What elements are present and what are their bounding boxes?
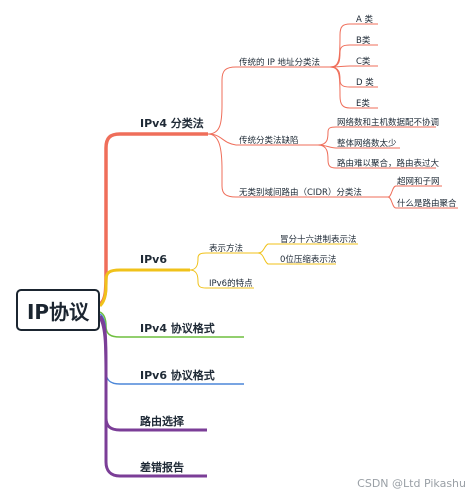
node-defect-ratio[interactable]: 网络数和主机数据配不协调 <box>337 118 440 128</box>
node-colon-hex-notation[interactable]: 冒分十六进制表示法 <box>280 235 357 245</box>
node-cidr[interactable]: 无类别域间路由（CIDR）分类法 <box>239 188 362 198</box>
connector-class-c <box>329 65 378 68</box>
node-defect-aggregation[interactable]: 路由难以聚合，路由表过大 <box>337 159 440 169</box>
node-traditional-classification[interactable]: 传统的 IP 地址分类法 <box>239 58 321 68</box>
connector-cidr-2 <box>387 196 458 209</box>
connector-ipv6-notation <box>189 252 258 271</box>
branch-ipv4-format[interactable]: IPv4 协议格式 <box>140 322 215 335</box>
branch-ipv6-format[interactable]: IPv6 协议格式 <box>140 369 215 382</box>
node-zero-compression[interactable]: 0位压缩表示法 <box>280 255 337 265</box>
connector-defect-3 <box>317 144 436 169</box>
node-class-c[interactable]: C类 <box>356 57 371 67</box>
node-class-b[interactable]: B类 <box>356 36 371 46</box>
branch-ipv4-classification[interactable]: IPv4 分类法 <box>140 117 204 130</box>
node-class-a[interactable]: A 类 <box>356 15 374 25</box>
node-route-aggregation[interactable]: 什么是路由聚合 <box>397 199 457 209</box>
branch-ipv6[interactable]: IPv6 <box>140 253 167 266</box>
connector-root-ipv6 <box>98 268 190 308</box>
node-supernet-subnet[interactable]: 超网和子网 <box>397 177 440 187</box>
node-ipv6-features[interactable]: IPv6的特点 <box>209 279 253 289</box>
connector-notation-1 <box>257 243 358 254</box>
connector-root-error <box>98 317 207 478</box>
branch-error-report[interactable]: 差错报告 <box>140 461 184 474</box>
connector-class-a <box>329 23 378 68</box>
watermark: CSDN @Ltd Pikashu <box>357 477 466 490</box>
connector-root-ipv4 <box>98 132 208 306</box>
connector-class-e <box>329 66 378 109</box>
connector-cidr-1 <box>387 185 442 198</box>
node-ipv6-notation[interactable]: 表示方法 <box>209 244 244 254</box>
root-node[interactable]: IP协议 <box>16 289 100 331</box>
connector-ipv6-features <box>189 269 254 289</box>
node-traditional-defects[interactable]: 传统分类法缺陷 <box>239 136 299 146</box>
node-defect-few-networks[interactable]: 整体网络数太少 <box>337 139 397 149</box>
connector-class-b <box>329 44 378 68</box>
node-class-e[interactable]: E类 <box>356 99 370 109</box>
connector-ipv4-traditional <box>207 66 330 135</box>
connector-notation-2 <box>257 252 336 265</box>
node-class-d[interactable]: D 类 <box>356 78 374 88</box>
connector-ipv4-cidr <box>207 133 388 198</box>
connector-defect-1 <box>317 126 436 146</box>
branch-routing[interactable]: 路由选择 <box>140 415 184 428</box>
